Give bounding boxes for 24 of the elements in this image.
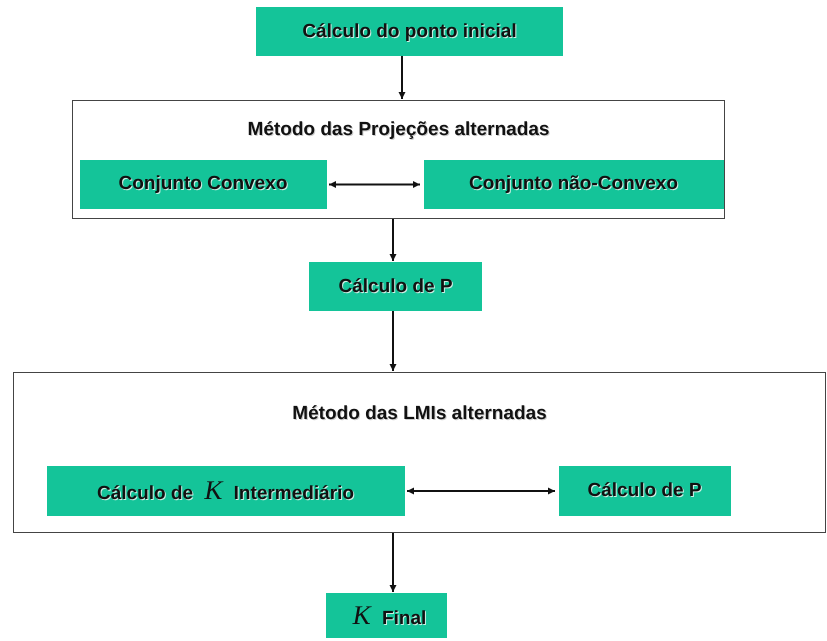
group-box [13,372,826,533]
process-box [309,262,482,311]
arrow [390,311,396,371]
process-box [256,7,563,56]
box-label: Cálculo de K Intermediário [96,475,354,506]
process-box [424,160,724,208]
arrow [398,56,406,99]
box-label: Conjunto não-Convexo [469,173,678,195]
box-label: Conjunto Convexo [118,173,288,195]
box-label: Cálculo de P [338,276,453,298]
group-title: Método das Projeções alternadas [246,119,550,141]
group-title: Método das LMIs alternadas [291,403,548,425]
box-label: Cálculo de P [587,480,702,502]
arrow [407,488,555,494]
process-box [326,593,447,638]
group-box [72,100,725,219]
box-label: Cálculo do ponto inicial [302,20,517,42]
process-box [46,466,404,516]
process-box [80,160,326,208]
process-box [558,466,730,516]
arrow [390,219,396,261]
box-label: K Final [351,600,426,631]
arrow [329,181,420,188]
arrow [390,533,396,592]
